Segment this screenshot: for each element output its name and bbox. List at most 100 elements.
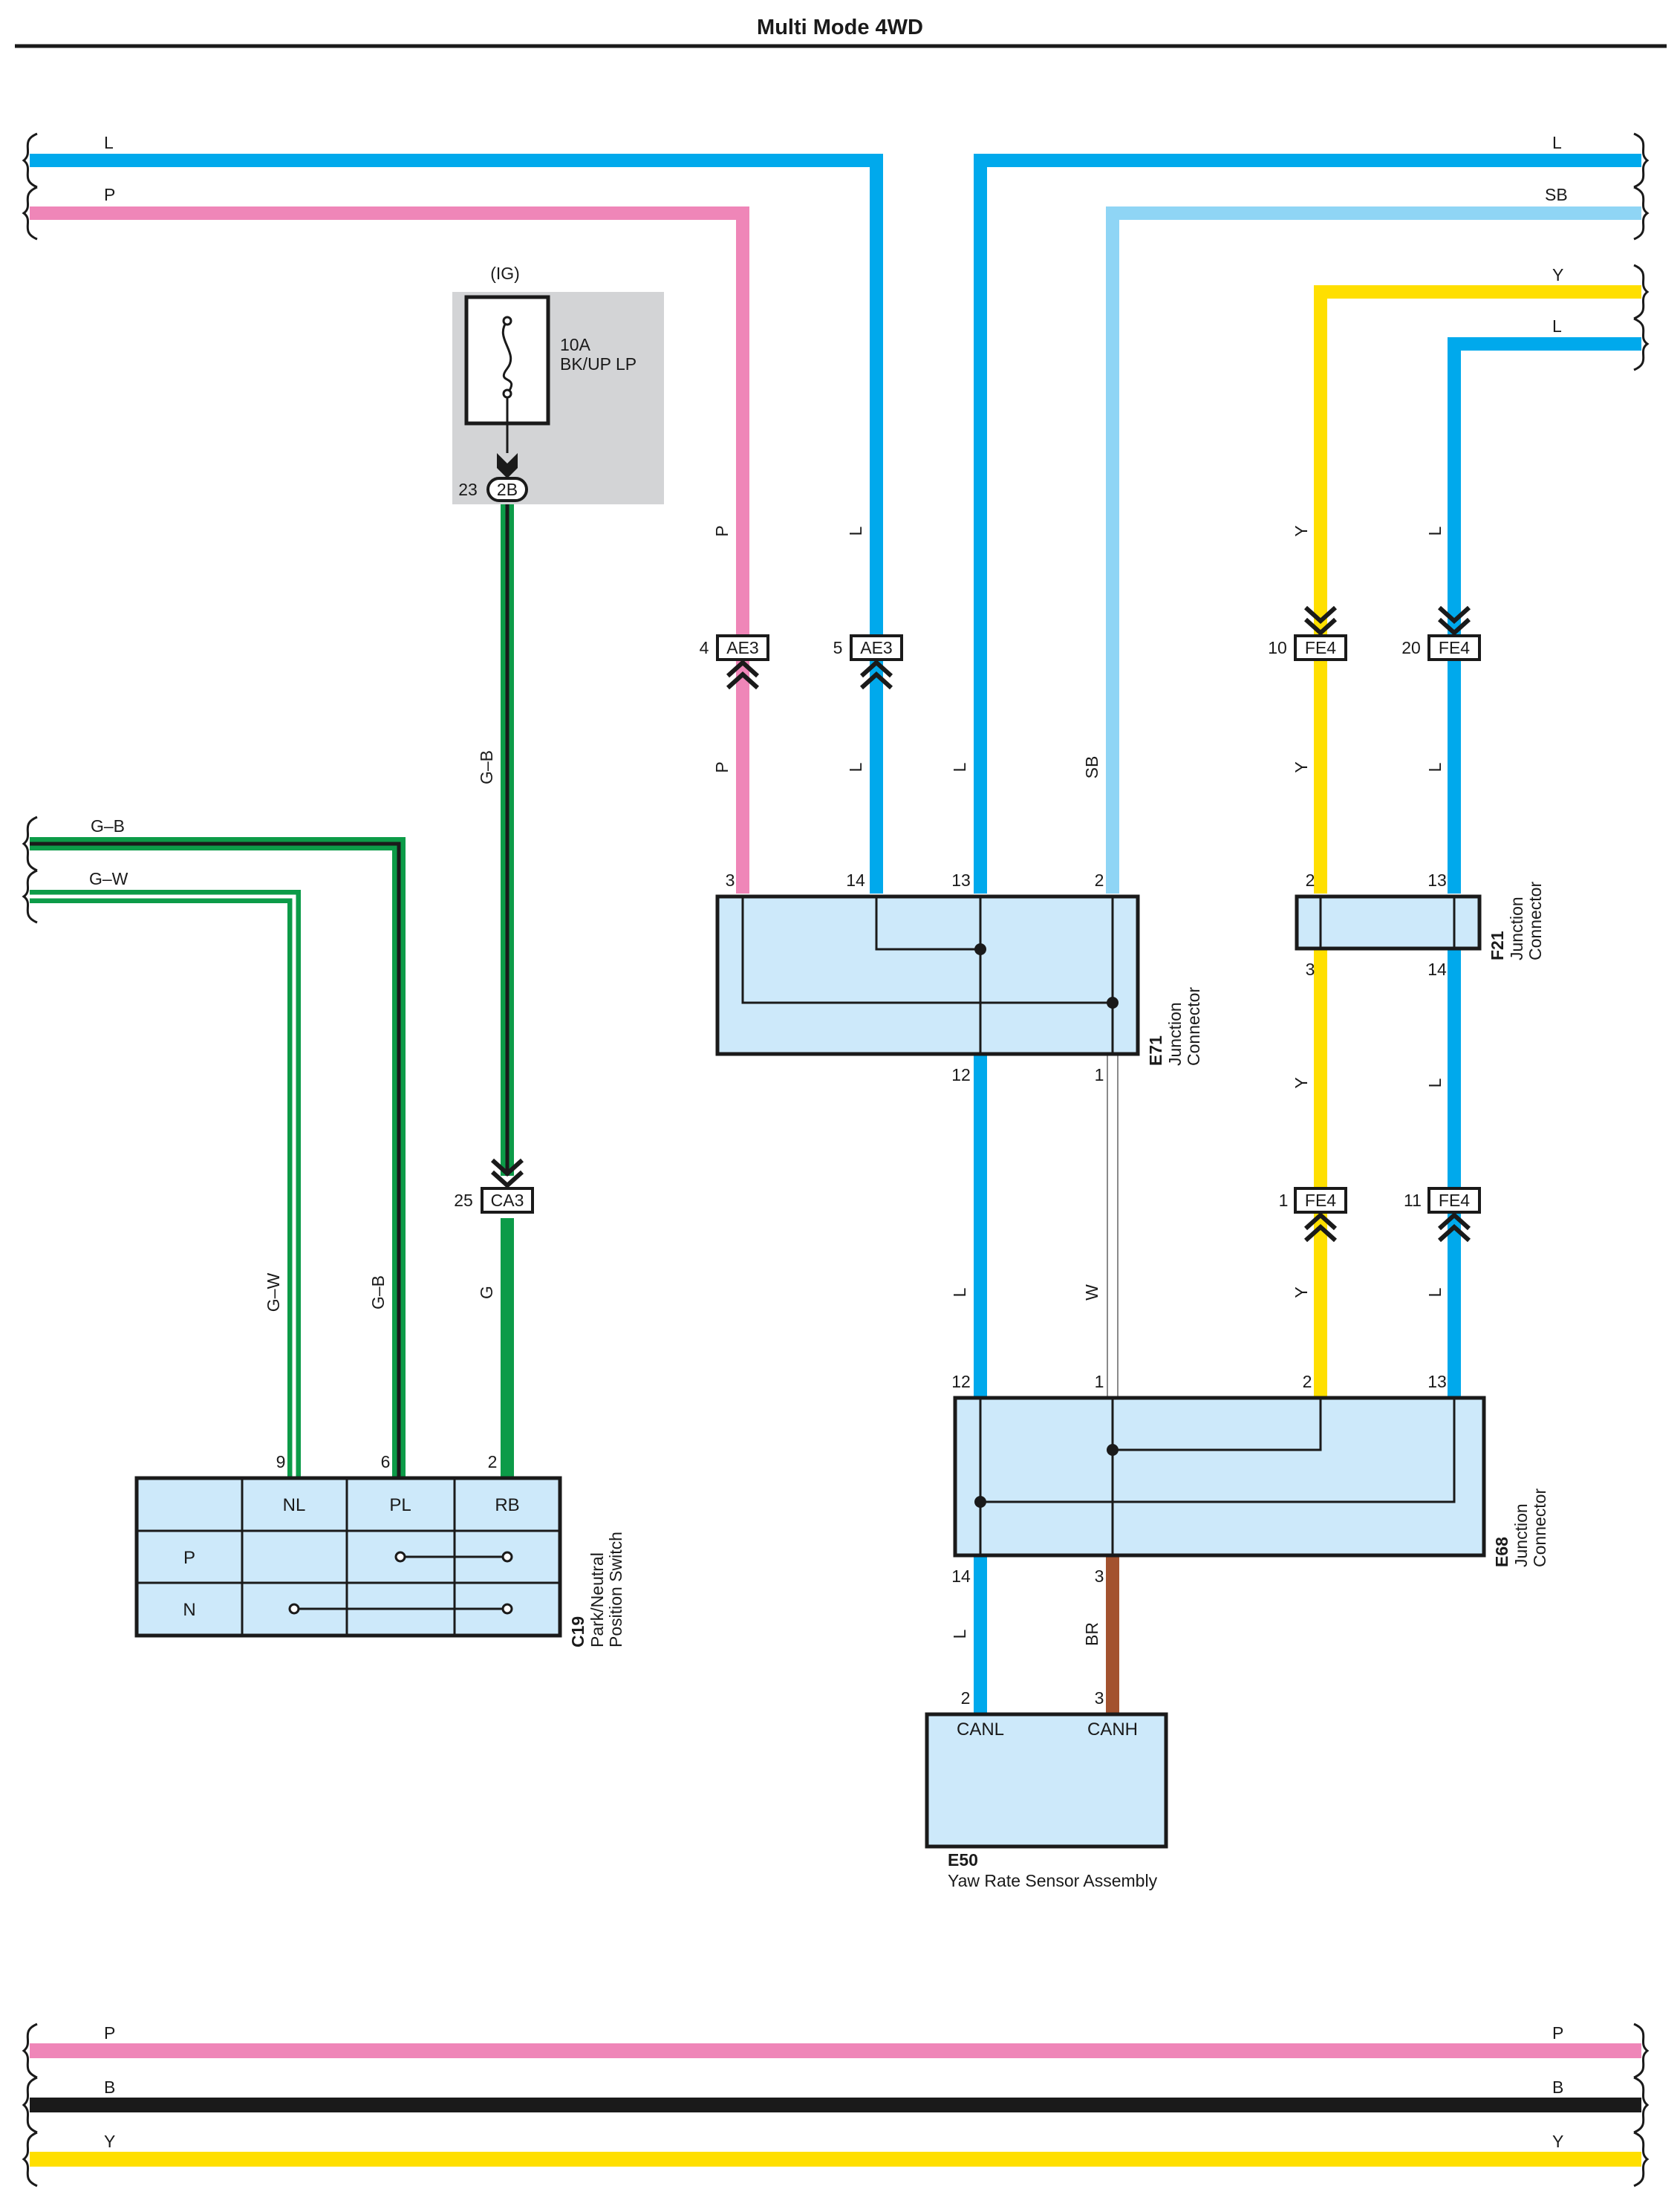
wire-label: P — [712, 525, 732, 536]
wire-label: G–B — [368, 1275, 388, 1309]
wire-label: L — [1552, 316, 1562, 336]
fuse-connector-2b — [486, 477, 528, 502]
inline-connector-ae3: AE3 5 — [833, 634, 903, 690]
fuse-connector-pin: 23 — [458, 480, 478, 499]
connector-code: CA3 — [491, 1191, 524, 1210]
wire-label: G–B — [91, 816, 125, 836]
pin-number: 2 — [1303, 1372, 1312, 1391]
wire-label: SB — [1082, 756, 1101, 779]
switch-row-label: N — [183, 1600, 195, 1620]
wire-label: L — [1425, 762, 1445, 772]
inline-connector-ca3: CA3 25 — [454, 1158, 534, 1214]
wire-label: L — [1425, 526, 1445, 536]
connector-id: E71 — [1146, 1035, 1165, 1066]
component-id: E50 — [948, 1850, 978, 1870]
wire-label: Y — [1292, 1077, 1311, 1088]
page-title: Multi Mode 4WD — [757, 16, 923, 39]
connector-code: AE3 — [726, 638, 758, 657]
junction-connector-e68: 12 1 2 13 14 3 E68 Junction Connector — [951, 1372, 1549, 1586]
pin-number: 2 — [488, 1452, 498, 1471]
connector-name: Junction — [1507, 897, 1526, 960]
pin-number: 13 — [1427, 1372, 1447, 1391]
wire-label: L — [846, 526, 865, 536]
pin-number: 14 — [951, 1566, 971, 1586]
wire-gb-left-stripe — [30, 842, 401, 1477]
connector-pin: 25 — [454, 1191, 473, 1210]
connector-name: Connector — [1184, 987, 1203, 1066]
wire-label: G–W — [89, 869, 128, 888]
pin-number: 13 — [951, 871, 971, 890]
connector-pin: 10 — [1268, 638, 1287, 657]
wire-label: Y — [1552, 265, 1563, 284]
pin-number: 2 — [1095, 871, 1104, 890]
fuse-block: (IG) 10A BK/UP LP 2B 23 — [452, 264, 664, 504]
connector-code: FE4 — [1439, 1191, 1470, 1210]
pin-number: 1 — [1095, 1065, 1104, 1084]
continuity-point — [501, 1551, 513, 1563]
fuse-name: BK/UP LP — [560, 354, 636, 374]
chevron-down-icon — [490, 1158, 524, 1189]
wire-label: SB — [1545, 185, 1568, 204]
switch-column-label: NL — [283, 1495, 306, 1515]
connector-name: Connector — [1530, 1488, 1549, 1567]
harness-break-left-bottom — [22, 2023, 38, 2187]
connector-name: Connector — [1526, 882, 1545, 960]
component-name: Park/Neutral — [587, 1552, 607, 1647]
chevron-down-icon — [1303, 605, 1338, 637]
pin-number: 14 — [846, 871, 865, 890]
inline-connector-ae3: AE3 4 — [700, 634, 769, 690]
inline-connector-fe4: FE4 10 — [1268, 605, 1347, 661]
chevron-up-icon — [859, 659, 893, 690]
inline-connector-fe4: FE4 11 — [1404, 1187, 1481, 1243]
chevron-down-icon — [1437, 605, 1471, 637]
inline-connector-fe4: FE4 1 — [1279, 1187, 1347, 1243]
wire-y-right — [1314, 285, 1641, 894]
junction-dot — [1107, 1444, 1119, 1456]
switch-column-label: PL — [389, 1495, 411, 1515]
wire-label: P — [104, 2023, 115, 2043]
pin-number: 2 — [961, 1688, 971, 1708]
continuity-point — [501, 1603, 513, 1615]
fuse-rating: 10A — [560, 335, 591, 354]
wire-label: P — [104, 185, 115, 204]
wire-label: B — [104, 2078, 115, 2097]
pin-number: 3 — [726, 871, 735, 890]
wire-label: Y — [1292, 1286, 1311, 1298]
connector-id: E68 — [1492, 1537, 1511, 1567]
pin-number: 13 — [1427, 871, 1447, 890]
junction-connector-e71: 3 14 13 2 12 1 E71 Junction Connector — [715, 871, 1203, 1084]
component-name: Yaw Rate Sensor Assembly — [948, 1871, 1158, 1890]
connector-code: AE3 — [860, 638, 892, 657]
wire-label: P — [1552, 2023, 1563, 2043]
wire-label: W — [1082, 1284, 1101, 1301]
wire-label: B — [1552, 2078, 1563, 2097]
wire-label: G–B — [477, 750, 496, 784]
wire-label: P — [712, 761, 732, 772]
switch-row-label: P — [183, 1548, 195, 1568]
connector-pin: 20 — [1401, 638, 1421, 657]
junction-connector-f21: 2 13 3 14 F21 Junction Connector — [1295, 871, 1545, 979]
terminal-label: CANH — [1087, 1719, 1138, 1740]
connector-code: FE4 — [1305, 638, 1336, 657]
wire-label: BR — [1082, 1622, 1101, 1646]
wire-label: L — [950, 1629, 969, 1639]
fuse-terminal — [502, 388, 512, 399]
chevron-up-icon — [1437, 1211, 1471, 1243]
component-name: Position Switch — [606, 1532, 625, 1647]
pin-number: 1 — [1095, 1372, 1104, 1391]
wire-label: Y — [104, 2132, 115, 2151]
fuse-icon — [501, 320, 513, 394]
connector-pin: 1 — [1279, 1191, 1289, 1210]
pin-number: 14 — [1427, 960, 1447, 979]
wire-label: L — [950, 1287, 969, 1297]
connector-pin: 4 — [700, 638, 709, 657]
connector-pin: 5 — [833, 638, 843, 657]
wire-gw-left — [30, 890, 301, 1477]
wire-label: G–W — [264, 1273, 283, 1312]
pin-number: 3 — [1306, 960, 1315, 979]
fuse-power-source: (IG) — [490, 264, 520, 283]
terminal-label: CANL — [957, 1719, 1004, 1740]
chevron-up-icon — [726, 659, 760, 690]
continuity-point — [288, 1603, 300, 1615]
